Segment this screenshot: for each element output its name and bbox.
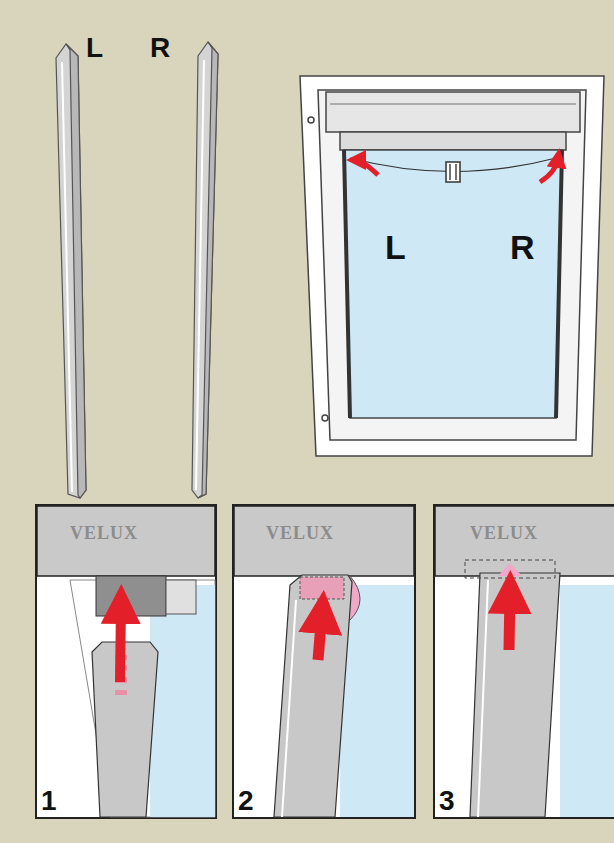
brand-mark: VELUX: [470, 524, 538, 542]
roof-window: [300, 76, 604, 456]
rail-letter: L: [86, 34, 103, 62]
brand-mark: VELUX: [266, 524, 334, 542]
step-panel: [233, 505, 415, 818]
step-panel: [434, 505, 614, 818]
brand-mark: VELUX: [70, 524, 138, 542]
step-panel: [36, 505, 216, 818]
side-letter: R: [510, 230, 535, 264]
side-letter: L: [385, 230, 406, 264]
side-rails: [56, 42, 218, 498]
step-number: 1: [41, 787, 57, 815]
step-number: 2: [238, 787, 254, 815]
rail-letter: R: [150, 34, 170, 62]
step-number: 3: [439, 787, 455, 815]
